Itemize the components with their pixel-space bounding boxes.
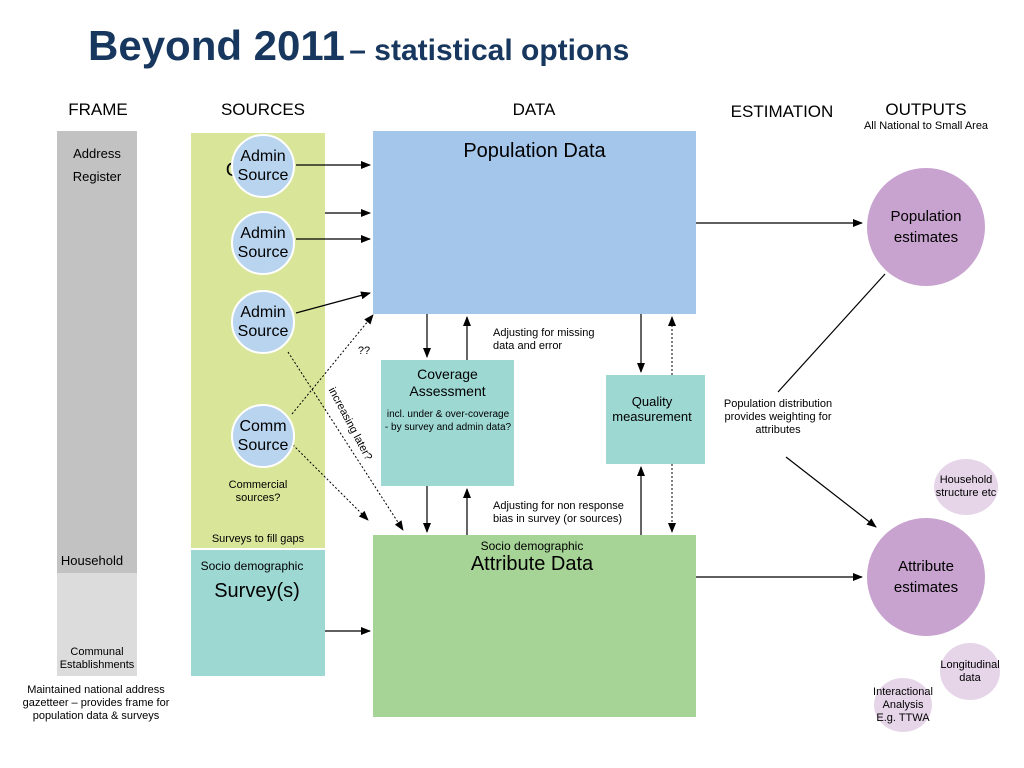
population-data-label: Population Data xyxy=(463,140,606,162)
output-interactional: Interactional Analysis E.g. TTWA xyxy=(873,678,933,732)
dotted-comm-to-population xyxy=(291,314,374,415)
unknown-mark: ?? xyxy=(357,345,371,357)
output-longitudinal-label: Longitudinal data xyxy=(940,658,1000,684)
survey-subtitle: Socio demographic xyxy=(200,559,304,573)
source-admin-1: Admin Source xyxy=(231,134,295,198)
frame-communal-line2: Establishments xyxy=(59,659,135,671)
source-admin-1-label: Admin Source xyxy=(237,148,289,184)
header-frame: FRAME xyxy=(68,100,128,119)
arrow-admin3-to-population xyxy=(295,291,371,314)
frame-communal-bar xyxy=(57,573,137,676)
output-attribute-label: Attribute estimates xyxy=(893,558,959,596)
attribute-data-subtitle: Socio demographic xyxy=(480,539,584,553)
output-population-label: Population estimates xyxy=(890,208,962,246)
output-household-label: Household structure etc xyxy=(935,474,997,499)
coverage-assessment-box xyxy=(381,360,514,486)
output-longitudinal: Longitudinal data xyxy=(940,643,1000,700)
output-household-structure: Household structure etc xyxy=(934,459,998,515)
slide-title: Beyond 2011 – statistical options xyxy=(88,22,629,70)
source-comm-label: Comm Source xyxy=(237,418,289,454)
header-sources: SOURCES xyxy=(220,100,306,119)
dotted-comm-to-attribute xyxy=(289,441,369,521)
weighting-note: Population distribution provides weighti… xyxy=(723,398,833,436)
frame-household-label: Household xyxy=(60,553,124,568)
quality-measurement-box xyxy=(606,375,705,464)
output-interactional-label: Interactional Analysis E.g. TTWA xyxy=(873,685,933,724)
source-admin-2: Admin Source xyxy=(231,211,295,275)
survey-box xyxy=(191,550,325,676)
source-admin-3: Admin Source xyxy=(231,290,295,354)
outputs-subtitle: All National to Small Area xyxy=(863,120,989,132)
source-comm: Comm Source xyxy=(231,404,295,468)
survey-title: Survey(s) xyxy=(214,580,300,602)
source-admin-2-label: Admin Source xyxy=(237,225,289,261)
output-attribute-estimates: Attribute estimates xyxy=(867,518,985,636)
adjust-nonresponse-note: Adjusting for non response bias in surve… xyxy=(493,500,624,525)
frame-address-line1: Address xyxy=(73,146,121,161)
coverage-assessment-title: Coverage Assessment xyxy=(409,366,486,399)
title-sub: – statistical options xyxy=(349,34,630,67)
surveys-fill-gaps-note: Surveys to fill gaps xyxy=(211,533,305,545)
adjust-missing-note: Adjusting for missing data and error xyxy=(493,327,595,352)
frame-address-line2: Register xyxy=(72,169,122,184)
arrow-weighting-to-attribute-estimates xyxy=(785,456,877,528)
title-main: Beyond 2011 xyxy=(88,22,345,69)
coverage-assessment-note: incl. under & over-coverage - by survey … xyxy=(384,409,512,433)
population-data-box xyxy=(373,131,696,314)
frame-address-register-bar xyxy=(57,131,137,573)
header-data: DATA xyxy=(512,100,556,119)
line-population-estimates-to-weighting xyxy=(777,273,886,393)
dotted-admin-to-attribute xyxy=(287,351,404,531)
frame-communal-label: Communal Establishments xyxy=(52,646,142,672)
frame-note: Maintained national address gazetteer – … xyxy=(22,684,170,722)
output-population-estimates: Population estimates xyxy=(867,168,985,286)
source-admin-3-label: Admin Source xyxy=(237,304,289,340)
quality-measurement-label: Quality measurement xyxy=(612,394,692,424)
frame-address-label: Address Register xyxy=(57,142,137,188)
attribute-data-label: Attribute Data xyxy=(470,553,594,575)
frame-communal-line1: Communal xyxy=(70,646,124,658)
header-estimation: ESTIMATION xyxy=(730,102,834,121)
header-outputs: OUTPUTS xyxy=(885,100,967,119)
commercial-sources-note: Commercial sources? xyxy=(228,479,288,504)
attribute-data-box xyxy=(373,535,696,717)
